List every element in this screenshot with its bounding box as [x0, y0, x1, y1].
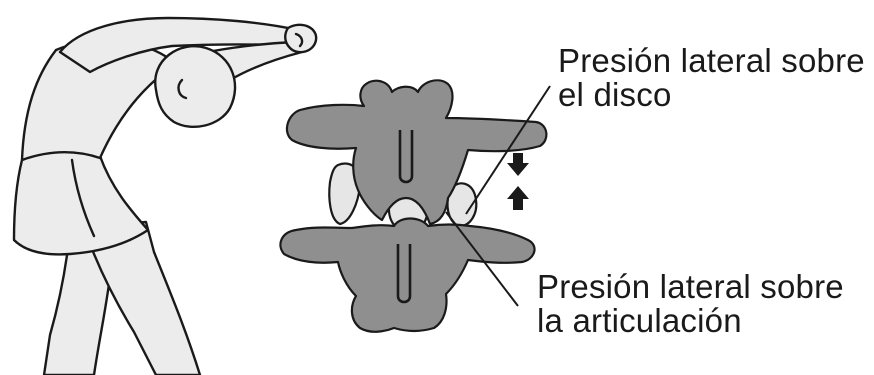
disc-pressure-label: Presión lateral sobre el disco: [558, 44, 865, 112]
joint-pressure-label: Presión lateral sobre la articulación: [537, 270, 844, 338]
joint-pressure-label-line1: Presión lateral sobre: [537, 270, 844, 304]
joint-pressure-label-line2: la articulación: [537, 304, 844, 338]
disc-pressure-label-line1: Presión lateral sobre: [558, 44, 865, 78]
disc-pressure-label-line2: el disco: [558, 78, 865, 112]
arrow-down-icon: [507, 153, 529, 176]
head: [155, 46, 235, 127]
lower-vertebra: [280, 219, 534, 332]
spine-segment: [280, 80, 546, 331]
person-figure: [14, 18, 316, 375]
arrow-up-icon: [507, 186, 529, 210]
